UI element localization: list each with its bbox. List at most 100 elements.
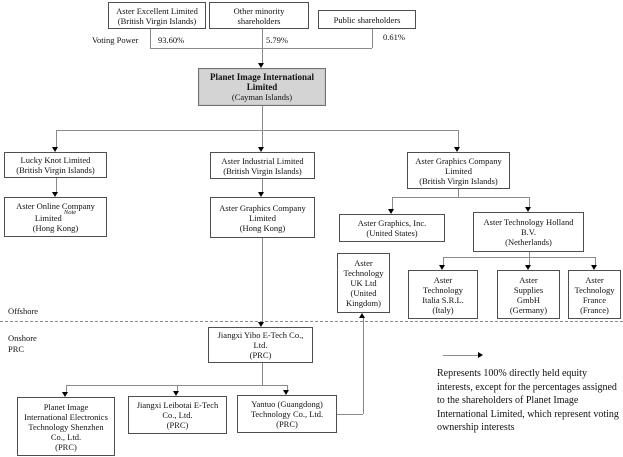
entity-box-lucky-knot: Lucky Knot Limited (British Virgin Islan…: [4, 152, 107, 178]
entity-line: Co., Ltd.: [162, 410, 193, 420]
entity-box-yantuo: Yantuo (Guangdong) Technology Co., Ltd. …: [237, 395, 337, 433]
connector-line: [392, 197, 393, 209]
entity-line: Technology: [574, 284, 615, 295]
entity-box-aster-online: Aster Online Company Limited Note (Hong …: [4, 197, 107, 237]
connector-line: [529, 197, 530, 207]
entity-line: Aster Graphics Company: [219, 202, 306, 213]
arrowhead-down-icon: [258, 322, 264, 327]
entity-line: Ltd.: [253, 340, 268, 350]
connector-line: [443, 257, 595, 258]
entity-box-jiangxi-leibotai: Jiangxi Leibotai E-Tech Co., Ltd. (PRC): [128, 396, 227, 434]
entity-line: (PRC): [276, 419, 298, 429]
arrowhead-down-icon: [258, 147, 264, 152]
entity-line: (British Virgin Islands): [117, 15, 197, 26]
entity-line: France: [582, 294, 607, 305]
connector-line: [56, 130, 57, 147]
entity-line: Aster: [519, 274, 538, 285]
entity-line: B.V.: [521, 227, 536, 237]
entity-line: Planet Image: [43, 401, 89, 412]
voting-percent-other-minority: 5.79%: [266, 35, 288, 45]
connector-line: [150, 48, 372, 49]
entity-box-aster-supplies: Aster Supplies GmbH (Germany): [497, 270, 560, 319]
arrowhead-down-icon: [52, 192, 58, 197]
voting-power-label: Voting Power: [92, 35, 139, 45]
entity-box-aster-uk: Aster Technology UK Ltd (United Kingdom): [337, 253, 390, 313]
entity-line: Aster Graphics, Inc.: [357, 218, 427, 228]
entity-line: Aster Graphics Company: [415, 155, 502, 166]
entity-line: Limited: [246, 82, 278, 92]
onshore-label: Onshore: [8, 333, 37, 343]
connector-line: [66, 385, 67, 392]
entity-box-aster-graphics-hk: Aster Graphics Company Limited (Hong Kon…: [210, 197, 315, 238]
entity-line: Jiangxi Leibotai E-Tech: [136, 400, 219, 410]
arrowhead-down-icon: [173, 391, 179, 396]
entity-line: Other minority: [233, 5, 285, 16]
connector-line: [287, 385, 288, 390]
entity-box-public-shareholders: Public shareholders: [318, 10, 416, 29]
arrowhead-down-icon: [591, 265, 597, 270]
arrowhead-down-icon: [52, 147, 58, 152]
connector-line: [529, 252, 530, 257]
entity-box-jiangxi-yibo: Jiangxi Yibo E-Tech Co., Ltd. (PRC): [208, 327, 313, 363]
entity-line: (Cayman Islands): [231, 92, 293, 102]
entity-box-aster-excellent: Aster Excellent Limited (British Virgin …: [108, 2, 206, 29]
entity-line: Limited: [445, 165, 472, 176]
entity-line: Aster: [585, 274, 604, 285]
connector-line: [56, 178, 57, 192]
entity-line: (Netherlands): [505, 237, 552, 247]
entity-line: Limited: [249, 212, 276, 223]
entity-box-planet-image-international: Planet Image International Limited (Caym…: [198, 68, 326, 106]
entity-line: Yantuo (Guangdong): [251, 399, 323, 409]
arrowhead-down-icon: [62, 392, 68, 397]
entity-line: (Hong Kong): [239, 222, 286, 233]
entity-box-aster-graphics-bvi: Aster Graphics Company Limited (British …: [407, 152, 510, 189]
arrowhead-down-icon: [525, 207, 531, 212]
entity-line: (Italy): [432, 304, 454, 315]
entity-line: Jiangxi Yibo E-Tech Co.,: [217, 330, 304, 340]
entity-line: (Germany): [509, 304, 548, 315]
entity-box-planet-shenzhen: Planet Image International Electronics T…: [17, 397, 115, 456]
entity-line: (PRC): [249, 350, 272, 360]
connector-line: [262, 238, 263, 322]
entity-line: Supplies: [513, 284, 544, 295]
arrowhead-down-icon: [283, 390, 289, 395]
connector-line: [262, 363, 263, 385]
connector-line: [66, 385, 287, 386]
legend-text: Represents 100% directly held equity int…: [437, 368, 619, 433]
entity-line: Aster: [354, 258, 373, 268]
voting-percent-public: 0.61%: [383, 32, 405, 42]
entity-line: (British Virgin Islands): [223, 165, 302, 176]
entity-line: Technology: [343, 268, 384, 278]
connector-line: [262, 106, 263, 130]
arrowhead-down-icon: [525, 265, 531, 270]
entity-line: Technology: [422, 284, 463, 295]
arrowhead-down-icon: [454, 147, 460, 152]
entity-line: GmbH: [516, 294, 541, 305]
note-superscript: Note: [63, 209, 77, 217]
connector-line: [458, 189, 459, 197]
entity-line: (United: [350, 288, 377, 298]
entity-line: (PRC): [166, 420, 189, 430]
entity-line: Technology Shenzhen: [28, 421, 104, 432]
arrowhead-up-icon: [359, 313, 365, 318]
entity-line: Lucky Knot Limited: [20, 155, 91, 165]
connector-line: [529, 257, 530, 265]
entity-box-aster-graphics-us: Aster Graphics, Inc. (United States): [339, 214, 445, 242]
entity-line: shareholders: [237, 15, 281, 26]
connector-line: [458, 130, 459, 147]
entity-box-aster-holland: Aster Technology Holland B.V. (Netherlan…: [473, 212, 584, 252]
connector-line: [337, 414, 363, 415]
connector-line: [595, 257, 596, 265]
entity-line: Aster: [433, 274, 453, 285]
connector-line: [262, 179, 263, 192]
entity-line: Italia S.R.L.: [422, 294, 464, 305]
arrowhead-down-icon: [258, 192, 264, 197]
entity-box-aster-italia: Aster Technology Italia S.R.L. (Italy): [408, 270, 478, 319]
voting-percent-aster-excellent: 93.60%: [158, 35, 185, 45]
entity-line: Aster Online Company: [16, 201, 95, 212]
entity-line: (PRC): [55, 441, 77, 452]
legend-arrow-line: [443, 355, 478, 356]
connector-line: [363, 318, 364, 414]
arrowhead-down-icon: [388, 209, 394, 214]
